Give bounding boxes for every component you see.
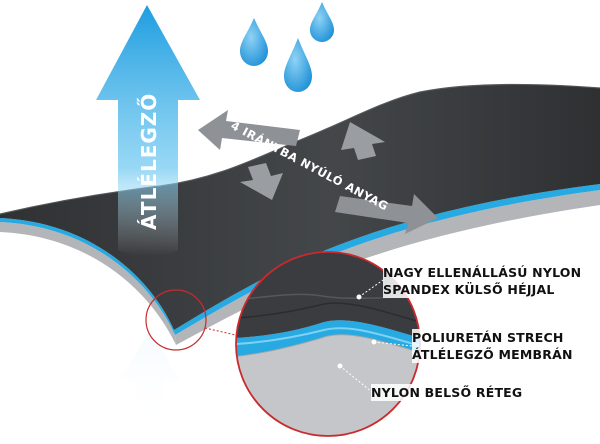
membrane-label-line1: POLIURETÁN STRECH <box>412 330 564 345</box>
breath-in-arrow <box>120 330 180 430</box>
arrow-down-icon <box>240 163 283 200</box>
outer-shell-sheet <box>0 84 600 330</box>
membrane-label: POLIURETÁN STRECH ÁTLÉLEGZŐ MEMBRÁN <box>412 329 573 363</box>
zoom-inner-layer <box>236 334 420 436</box>
outer-shell-label-line2: SPANDEX KÜLSŐ HÉJJAL <box>383 282 555 297</box>
outer-shell-label-line1: NAGY ELLENÁLLÁSÚ NYLON <box>383 265 582 280</box>
breathable-arrow <box>96 5 200 256</box>
stretch-arrows <box>198 110 438 234</box>
inner-layer-label-line1: NYLON BELSŐ RÉTEG <box>371 385 523 400</box>
arrow-right-icon <box>335 194 438 234</box>
inner-layer-sheet <box>0 222 176 345</box>
water-drop-icon <box>240 18 268 66</box>
membrane-label-line2: ÁTLÉLEGZŐ MEMBRÁN <box>412 347 573 362</box>
inner-layer-label: NYLON BELSŐ RÉTEG <box>371 384 523 401</box>
zoom-membrane-layer <box>236 320 420 356</box>
water-drop-icon <box>310 2 334 42</box>
arrow-up-icon <box>341 122 385 160</box>
water-drop-icon <box>284 38 312 92</box>
fabric-sheet <box>0 83 600 345</box>
water-drops <box>240 2 334 92</box>
leader-lines <box>337 279 413 393</box>
zoom-outer-shell <box>236 252 420 338</box>
arrow-left-icon <box>198 110 300 150</box>
outer-shell-label: NAGY ELLENÁLLÁSÚ NYLON SPANDEX KÜLSŐ HÉJ… <box>383 264 582 298</box>
breathable-label: ÁTLÉLEGZŐ <box>137 93 161 230</box>
